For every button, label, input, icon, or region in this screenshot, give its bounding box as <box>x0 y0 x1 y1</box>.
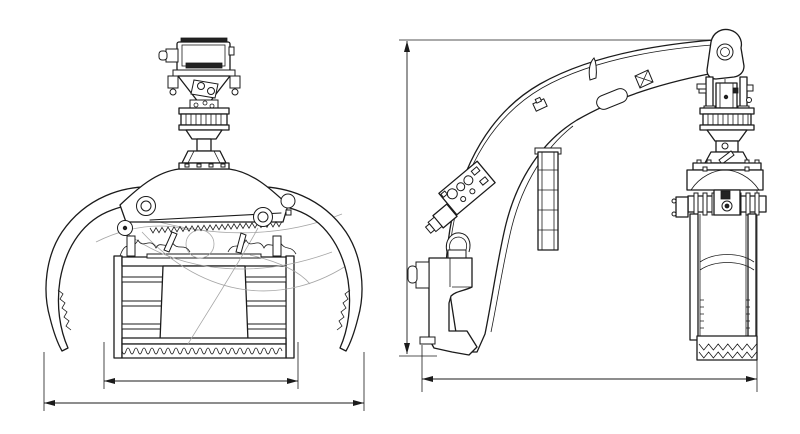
bucket-slat <box>244 300 287 307</box>
inner-width-dimension <box>103 342 299 389</box>
tooth-slot <box>163 231 178 253</box>
ribbed-rotator-collar <box>180 113 228 126</box>
x-marked-plate <box>634 69 654 89</box>
link-piece <box>272 235 282 257</box>
collar-bottom-flange <box>178 124 230 131</box>
serrated-bottom-strip <box>121 343 287 359</box>
boom-tip-link-head <box>706 28 745 90</box>
hose-clip <box>532 96 548 112</box>
bucket-slat <box>244 276 287 283</box>
bucket-center-panel <box>159 265 249 342</box>
bucket-slat <box>121 276 164 283</box>
head-frame-tab <box>285 209 292 216</box>
yoke-ear <box>167 75 179 89</box>
right-link-pin <box>280 193 296 209</box>
overall-height-dimension <box>399 39 722 357</box>
hose-clamp-stack <box>534 147 562 251</box>
clamp-plate <box>172 69 236 77</box>
curved-boom-arm <box>445 39 741 353</box>
grapple-side-profile <box>671 166 767 361</box>
collar-top-flange <box>178 107 230 115</box>
clamp-knob <box>415 261 430 289</box>
mounting-foot-bracket <box>407 232 478 356</box>
head-base-plate <box>178 162 230 170</box>
claw-tip-serrations <box>57 289 72 331</box>
rotator-assembly <box>158 37 241 170</box>
bucket-top-lip <box>146 253 262 259</box>
front-view <box>43 37 365 411</box>
arch-frame <box>686 169 764 191</box>
bucket-left-flange <box>113 255 123 359</box>
bucket-slat <box>121 300 164 307</box>
grapple-head-frame <box>117 168 297 257</box>
hydraulic-hose-connector <box>165 48 179 63</box>
taper-block <box>185 129 223 140</box>
bottom-serration-wave <box>121 347 283 355</box>
timber-bucket-body <box>113 253 295 359</box>
motor-side-tab <box>228 46 235 56</box>
rotator-side-profile <box>692 76 762 171</box>
claw-tip-serrations <box>336 289 351 331</box>
hydraulic-valve-block <box>438 160 496 216</box>
yoke-ear <box>229 75 241 89</box>
boom-fin <box>588 57 597 81</box>
boom-web-slot <box>596 88 628 110</box>
bucket-right-flange <box>285 255 295 359</box>
lifting-shackle <box>445 232 471 253</box>
mounting-neck <box>196 138 212 152</box>
closed-claw-arms <box>689 213 757 341</box>
foot-step <box>419 336 436 345</box>
side-view <box>399 28 767 392</box>
phantom-open-position-arcs <box>95 213 353 345</box>
bucket-slat <box>121 323 164 330</box>
outer-width-dimension <box>43 352 365 411</box>
serrated-claw-tips <box>696 335 758 361</box>
bucket-bottom-band <box>121 337 287 345</box>
bucket-slat <box>244 323 287 330</box>
link-piece <box>126 235 136 257</box>
valve-block-cylinder <box>424 203 458 234</box>
tooth-slot <box>235 232 247 254</box>
side-bracket <box>675 196 689 218</box>
